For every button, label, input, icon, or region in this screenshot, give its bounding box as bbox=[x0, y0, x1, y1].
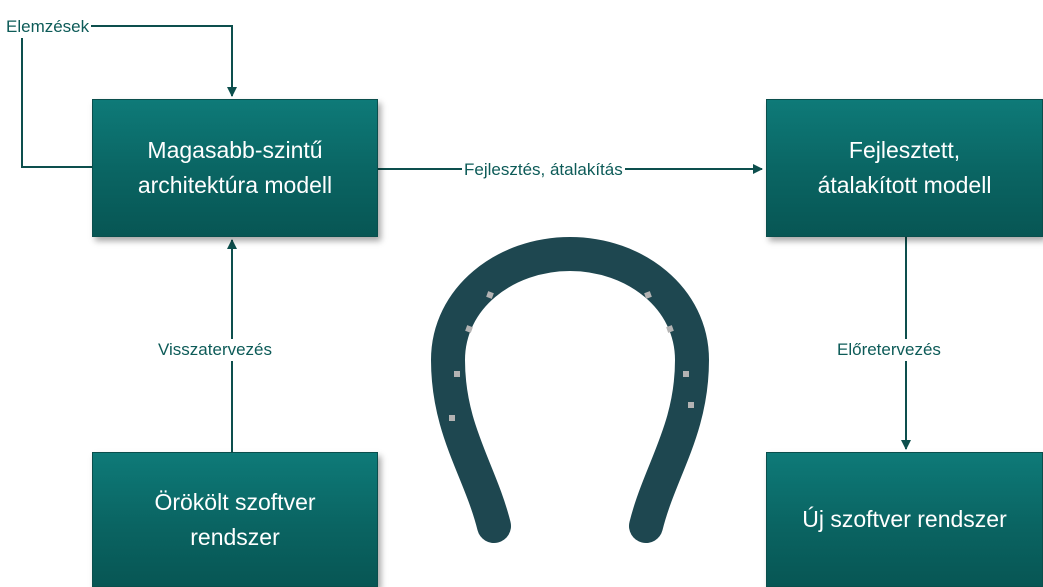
nail-holes bbox=[449, 291, 694, 421]
reverse-engineering-label: Visszatervezés bbox=[156, 339, 275, 361]
developed-transformed-model-box: Fejlesztett, átalakított modell bbox=[766, 99, 1043, 237]
horseshoe-icon bbox=[430, 236, 710, 543]
higher-level-architecture-model-box: Magasabb-szintű architektúra modell bbox=[92, 99, 378, 237]
development-label: Fejlesztés, átalakítás bbox=[462, 159, 625, 181]
new-software-system-box: Új szoftver rendszer bbox=[766, 452, 1043, 587]
analysis-label: Elemzések bbox=[4, 16, 92, 38]
forward-engineering-label: Előretervezés bbox=[835, 339, 943, 361]
legacy-software-system-box: Örökölt szoftver rendszer bbox=[92, 452, 378, 587]
